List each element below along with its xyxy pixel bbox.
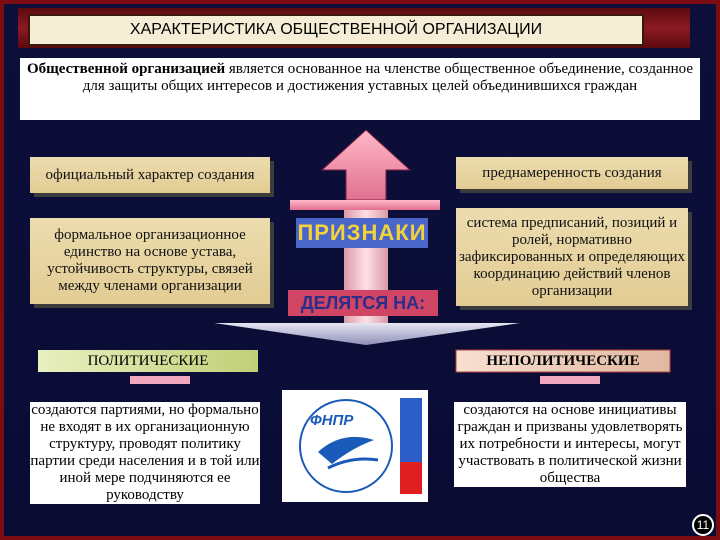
page-number: 11 bbox=[692, 514, 714, 536]
logo-abbr: ФНПР bbox=[310, 412, 354, 429]
political-label: ПОЛИТИЧЕСКИЕ bbox=[87, 352, 209, 369]
nonpolitical-label: НЕПОЛИТИЧЕСКИЕ bbox=[486, 352, 640, 369]
political-description: создаются партиями, но формально не вход… bbox=[30, 402, 260, 504]
slide-title: ХАРАКТЕРИСТИКА ОБЩЕСТВЕННОЙ ОРГАНИЗАЦИИ bbox=[28, 14, 644, 46]
feature-intent: преднамеренность создания bbox=[456, 157, 688, 189]
logo-graphic bbox=[299, 398, 422, 494]
nonpolitical-description: создаются на основе инициативы граждан и… bbox=[454, 402, 686, 487]
horizontal-arrow bbox=[290, 200, 440, 210]
down-fan bbox=[214, 323, 520, 345]
signs-label: ПРИЗНАКИ bbox=[296, 218, 428, 248]
feature-official: официальный характер создания bbox=[30, 157, 270, 193]
feature-system: система предписаний, позиций и ролей, но… bbox=[456, 208, 688, 306]
definition-term: Общественной организацией bbox=[26, 61, 226, 77]
left-strip bbox=[38, 350, 258, 372]
right-strip bbox=[455, 349, 671, 373]
left-connector bbox=[130, 376, 190, 384]
feature-formal: формальное организационное единство на о… bbox=[30, 218, 270, 304]
definition-body: является основанное на членстве обществе… bbox=[82, 61, 694, 94]
fnpr-logo: ФНПР bbox=[282, 390, 428, 502]
definition-text: Общественной организацией является основ… bbox=[20, 58, 700, 120]
right-connector bbox=[540, 376, 600, 384]
divided-label: ДЕЛЯТСЯ НА: bbox=[288, 290, 438, 316]
up-arrow bbox=[320, 129, 412, 201]
